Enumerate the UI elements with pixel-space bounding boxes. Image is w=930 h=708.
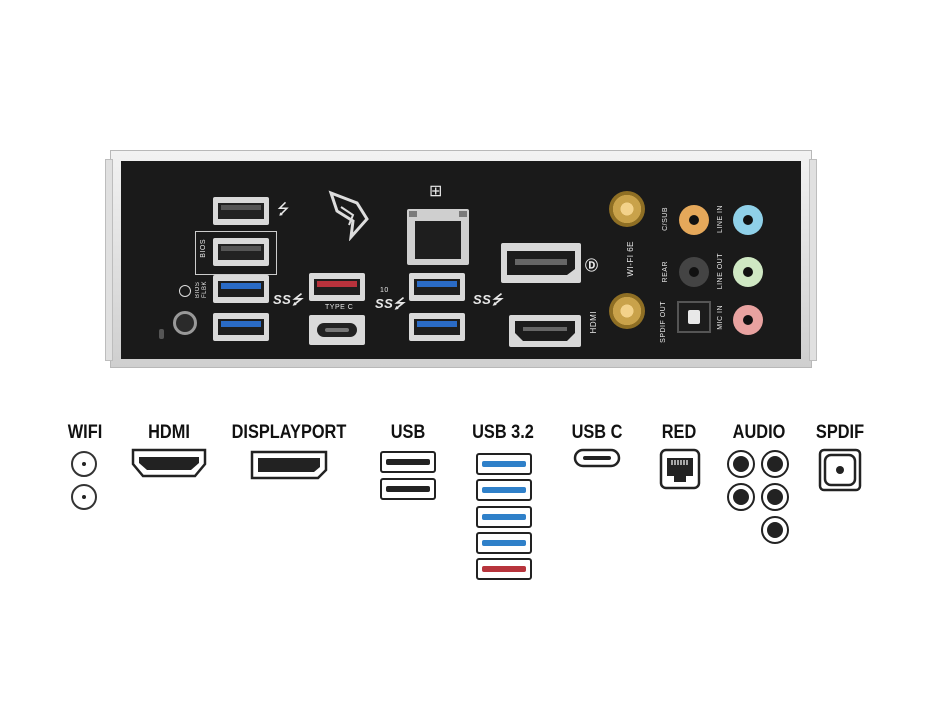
audio-jack-line-out[interactable] (733, 257, 763, 287)
audio-jack-icon (727, 450, 755, 478)
usb2-icon (380, 478, 436, 500)
spdif-icon (818, 448, 862, 492)
legend-title-displayport: DISPLAYPORT (231, 422, 347, 443)
legend-title-usb32: USB 3.2 (472, 422, 534, 443)
bios-flashback-symbol-icon (179, 285, 191, 297)
rear-label: REAR (662, 261, 669, 283)
line-in-label: LINE IN (717, 205, 724, 234)
kensington-slot-icon (159, 329, 164, 339)
io-plate: BIOS FLBK BIOS ⭍ SS⭍ TYPE C 10 SS⭍ ⊞ (121, 161, 801, 359)
audio-jack-icon (727, 483, 755, 511)
legend-title-usb: USB (390, 422, 426, 443)
usb3-port[interactable] (213, 313, 269, 341)
legend-title-wifi: WIFI (67, 422, 103, 443)
superspeed-10-icon: SS⭍ (375, 296, 405, 311)
usb-c-icon (573, 448, 621, 468)
usb3-port[interactable] (409, 273, 465, 301)
audio-jack-rear[interactable] (679, 257, 709, 287)
usb3-port[interactable] (213, 275, 269, 303)
hdmi-icon (131, 448, 207, 478)
wifi-antenna-connector[interactable] (609, 293, 645, 329)
usb3-icon (476, 532, 532, 554)
superspeed-icon: SS⭍ (273, 292, 303, 307)
usb2-port[interactable] (213, 197, 269, 225)
shield-right-lip (809, 159, 817, 361)
displayport-port[interactable] (501, 243, 581, 283)
usb3-icon (476, 506, 532, 528)
hdmi-port[interactable] (509, 315, 581, 347)
network-icon: ⊞ (429, 183, 443, 200)
usb-red-icon (476, 558, 532, 580)
audio-jack-csub[interactable] (679, 205, 709, 235)
audio-jack-icon (761, 450, 789, 478)
mic-in-label: MIC IN (717, 305, 724, 330)
wifi-connector-icon (71, 451, 97, 477)
shield-left-lip (105, 159, 113, 361)
usb-red-port[interactable] (309, 273, 365, 301)
ss10-label: 10 (380, 287, 389, 294)
audio-jack-mic-in[interactable] (733, 305, 763, 335)
usb-c-port[interactable] (309, 315, 365, 345)
usb2-bios-port[interactable] (213, 238, 269, 266)
line-out-label: LINE OUT (717, 253, 724, 290)
legend-title-hdmi: HDMI (148, 422, 190, 443)
wifi-antenna-connector[interactable] (609, 191, 645, 227)
audio-jack-icon (761, 516, 789, 544)
usb3-port[interactable] (409, 313, 465, 341)
hdmi-label: HDMI (589, 311, 598, 334)
rog-logo-icon (328, 190, 369, 241)
superspeed-icon: SS⭍ (473, 292, 503, 307)
bios-flashback-button[interactable] (173, 311, 197, 335)
type-c-label: TYPE C (325, 304, 354, 311)
usb-trident-icon: ⭍ (277, 201, 290, 218)
audio-jack-icon (761, 483, 789, 511)
ethernet-icon (659, 448, 701, 490)
bios-flbk-label: BIOS FLBK (195, 281, 208, 299)
spdif-out-label: SPDIF OUT (660, 301, 667, 343)
wifi-6e-label: WI-FI 6E (626, 241, 635, 277)
wifi-connector-icon (71, 484, 97, 510)
legend-title-spdif: SPDIF (815, 422, 865, 443)
bios-label: BIOS (200, 239, 207, 258)
csub-label: C/SUB (662, 207, 669, 231)
displayport-icon (250, 450, 328, 480)
usb3-icon (476, 453, 532, 475)
legend-title-usbc: USB C (571, 422, 623, 443)
usb3-icon (476, 479, 532, 501)
legend-title-red: RED (661, 422, 697, 443)
displayport-icon: Ⓓ (585, 258, 599, 273)
bios-usb-outline (195, 231, 277, 275)
audio-jack-line-in[interactable] (733, 205, 763, 235)
io-shield: BIOS FLBK BIOS ⭍ SS⭍ TYPE C 10 SS⭍ ⊞ (105, 150, 817, 368)
rj45-lan-port[interactable] (407, 209, 469, 265)
spdif-optical-port[interactable] (677, 301, 711, 333)
legend-title-audio: AUDIO (732, 422, 786, 443)
usb2-icon (380, 451, 436, 473)
